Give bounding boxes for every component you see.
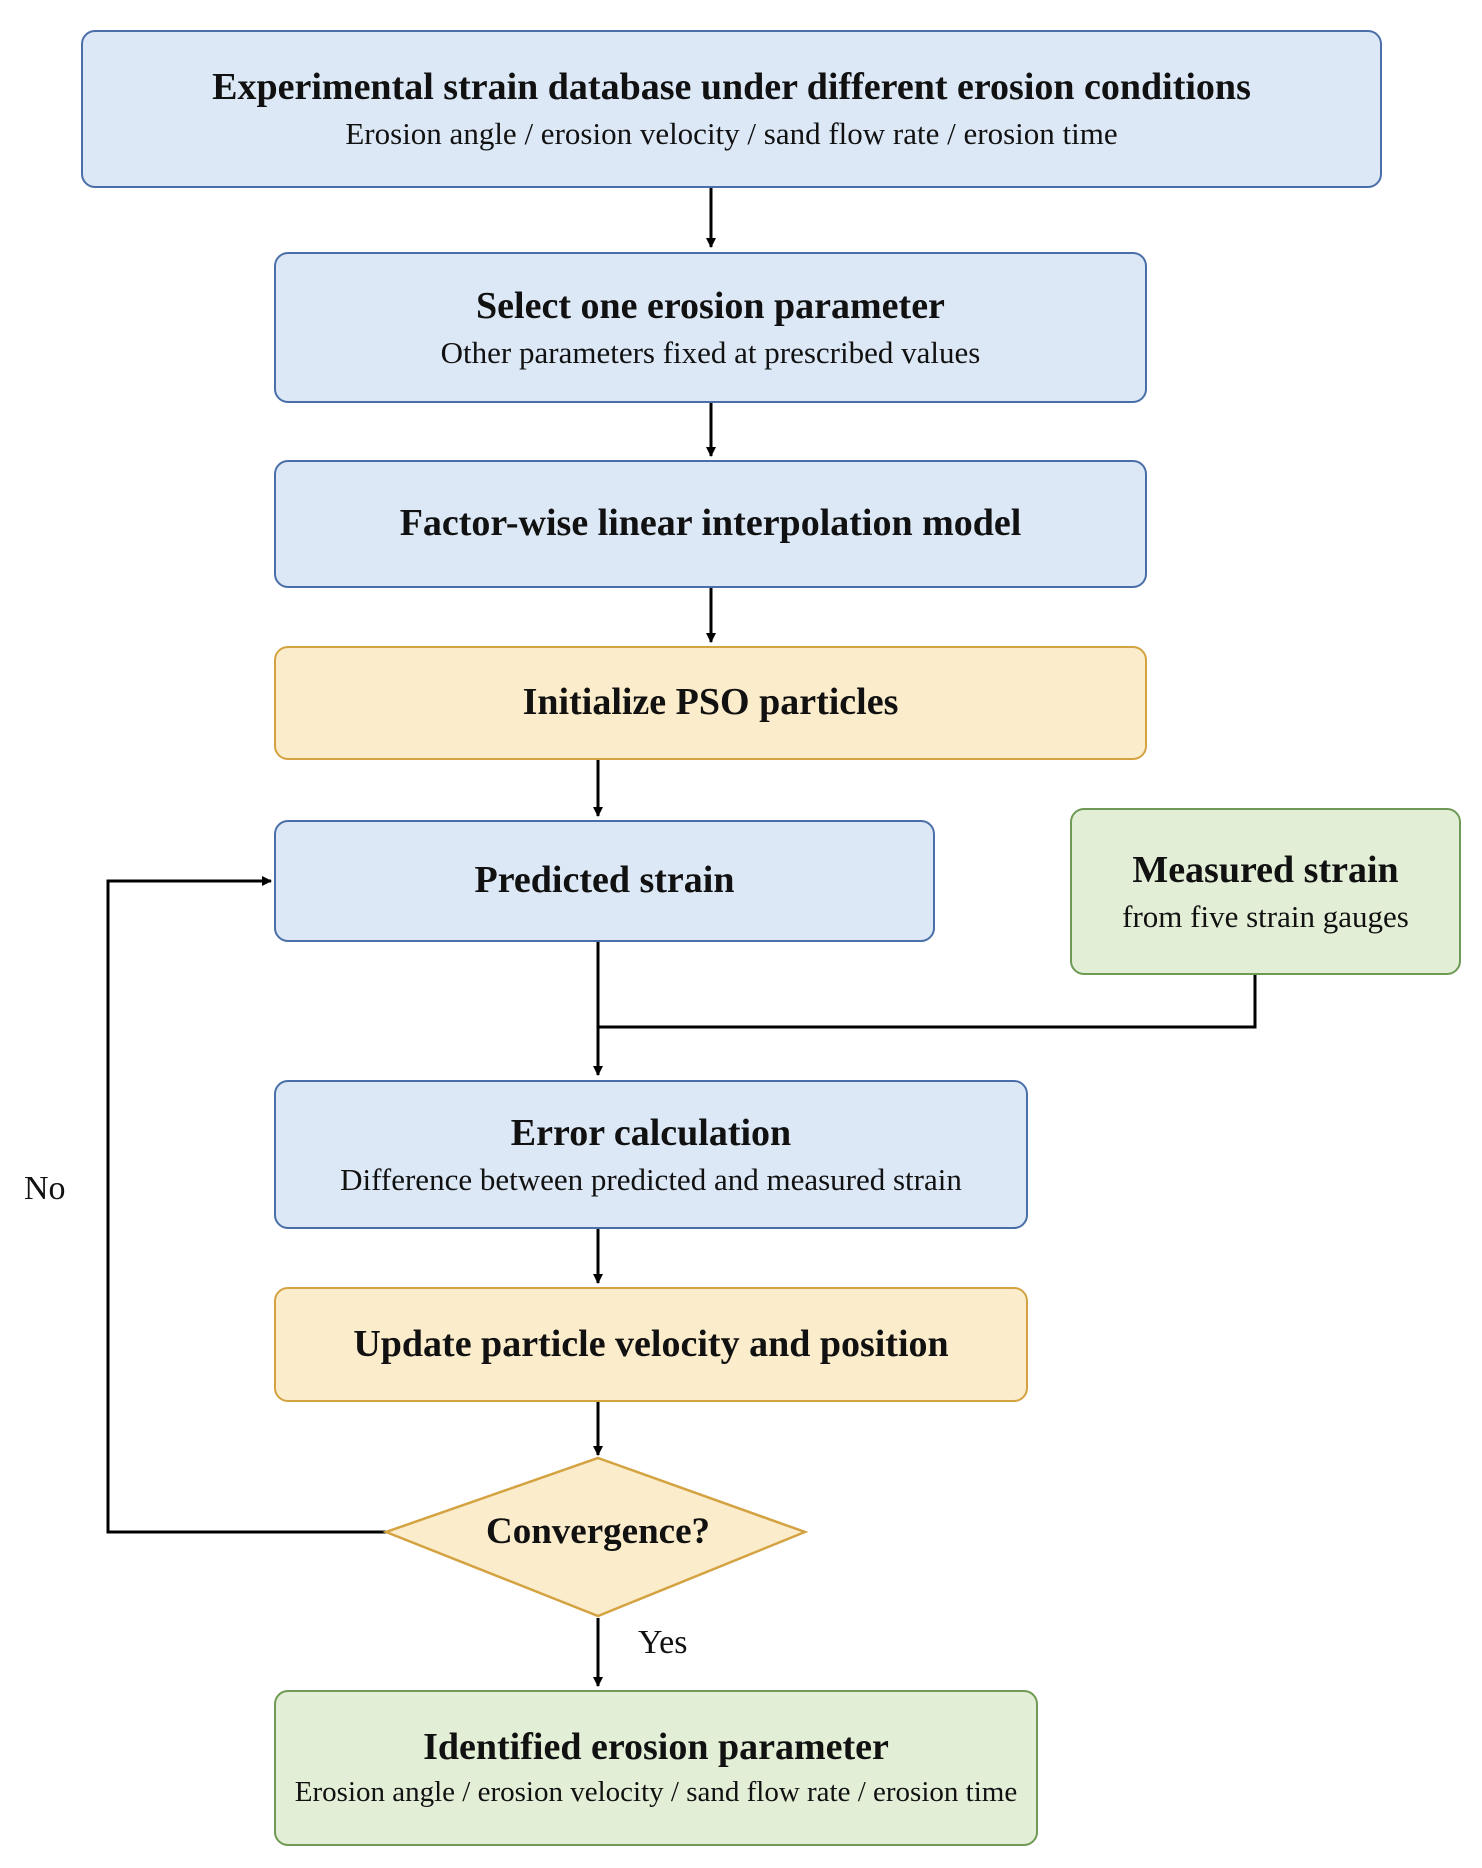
measured-strain-title: Measured strain	[1132, 848, 1399, 891]
database-subtitle: Erosion angle / erosion velocity / sand …	[345, 116, 1118, 152]
error-calculation-box: Error calculation Difference between pre…	[274, 1080, 1028, 1229]
identified-parameter-subtitle: Erosion angle / erosion velocity / sand …	[294, 1776, 1018, 1809]
update-particle-title: Update particle velocity and position	[353, 1322, 949, 1365]
yes-label: Yes	[638, 1624, 688, 1661]
interpolation-model-title: Factor-wise linear interpolation model	[399, 502, 1022, 545]
error-calculation-title: Error calculation	[510, 1111, 792, 1154]
arrow-convergence-no	[106, 876, 386, 1534]
interpolation-model-box: Factor-wise linear interpolation model	[274, 460, 1147, 588]
predicted-strain-box: Predicted strain	[274, 820, 935, 942]
error-calculation-subtitle: Difference between predicted and measure…	[340, 1161, 962, 1197]
convergence-label: Convergence?	[486, 1511, 710, 1552]
init-pso-title: Initialize PSO particles	[522, 681, 899, 724]
select-parameter-title: Select one erosion parameter	[476, 284, 945, 327]
database-box: Experimental strain database under diffe…	[81, 30, 1382, 188]
database-title: Experimental strain database under diffe…	[212, 66, 1251, 109]
connector-measured-to-error	[598, 975, 1257, 1029]
select-parameter-box: Select one erosion parameter Other param…	[274, 252, 1147, 403]
update-particle-box: Update particle velocity and position	[274, 1287, 1028, 1402]
init-pso-box: Initialize PSO particles	[274, 646, 1147, 760]
predicted-strain-title: Predicted strain	[474, 859, 735, 902]
measured-strain-box: Measured strain from five strain gauges	[1070, 808, 1461, 975]
convergence-diamond	[382, 1456, 809, 1618]
identified-parameter-title: Identified erosion parameter	[423, 1726, 889, 1769]
measured-strain-subtitle: from five strain gauges	[1122, 898, 1409, 934]
no-label: No	[24, 1170, 66, 1207]
select-parameter-subtitle: Other parameters fixed at prescribed val…	[440, 334, 981, 370]
identified-parameter-box: Identified erosion parameter Erosion ang…	[274, 1690, 1038, 1846]
